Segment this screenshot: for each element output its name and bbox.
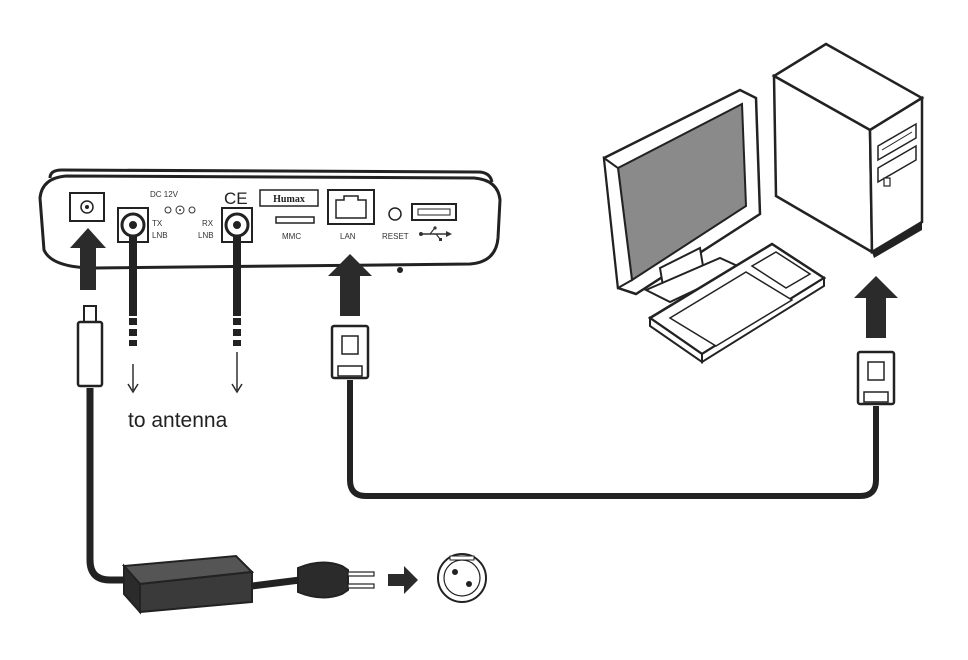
antenna-down-arrow-right [231,352,243,394]
card-slot [275,216,315,224]
brand-badge-text: Humax [273,194,305,205]
lan-plug-receiver-side [330,324,370,380]
pc-monitor [602,88,762,304]
pc-tower [771,42,925,258]
power-cable [86,388,140,584]
polarity-icon [164,205,196,215]
usb-icon [419,226,452,241]
lan-insert-arrow [328,254,372,316]
antenna-down-arrow-left [127,364,139,394]
power-spec-label: DC 12V [150,190,179,199]
receiver-device [38,168,502,273]
receiver-foot [397,267,403,273]
reset-button [388,207,402,221]
lan-port [327,189,375,225]
wall-socket [437,553,487,603]
lan-plug-pc-side [856,350,896,406]
power-insert-arrow [70,228,106,290]
port-rx-label: RX [202,219,214,228]
power-adapter [121,554,255,615]
lan-cable [347,380,879,499]
usb-port [411,203,457,221]
brand-badge: Humax [259,189,319,207]
pc-keyboard [647,242,827,364]
tx-antenna-lead [129,236,137,346]
pc-insert-arrow [854,276,898,338]
plug-in-arrow [388,566,418,594]
mains-plug [297,561,375,599]
port-tx-label: TX [152,219,163,228]
antenna-label: to antenna [128,409,228,432]
port-mmc-label: MMC [282,232,301,241]
port-lnb1-label: LNB [152,231,168,240]
ce-mark: CE [224,189,248,208]
power-jack [69,192,105,222]
port-lnb2-label: LNB [198,231,214,240]
power-plug [76,305,104,388]
mains-cable [251,576,301,590]
port-lan-label: LAN [340,232,356,241]
port-reset-label: RESET [382,232,409,241]
rx-antenna-lead [233,236,241,346]
